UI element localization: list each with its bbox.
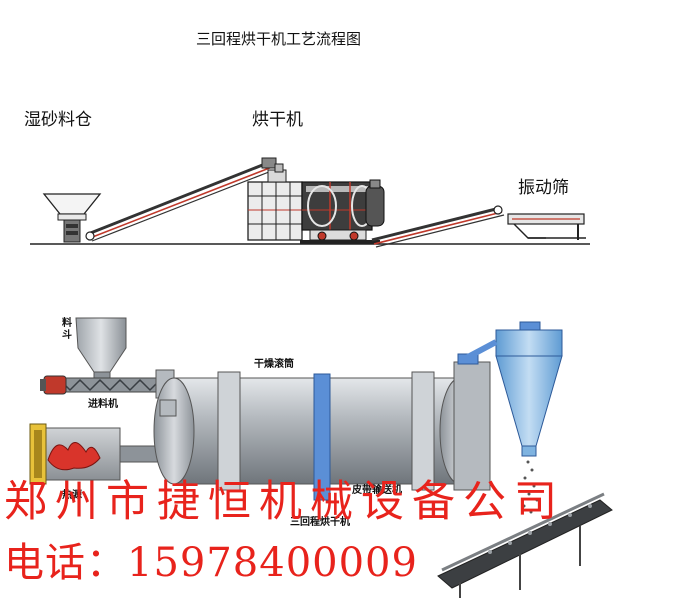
diagram-title: 三回程烘干机工艺流程图 bbox=[196, 30, 362, 48]
vibrating-screen-label: 振动筛 bbox=[518, 178, 569, 198]
falling-sand bbox=[522, 460, 539, 514]
inclined-conveyor-1 bbox=[85, 157, 277, 242]
wet-sand-bin bbox=[42, 193, 102, 243]
top-process-line bbox=[30, 157, 590, 248]
wet-sand-bin-label: 湿砂料仓 bbox=[24, 110, 92, 130]
drum-label: 干燥滚筒 bbox=[254, 359, 294, 370]
belt-conveyor-label: 皮带输送机 bbox=[352, 485, 402, 496]
vibrating-screen bbox=[507, 213, 586, 240]
company-name-watermark: 郑州市捷恒机械设备公司 bbox=[4, 477, 565, 527]
heat-source-furnace bbox=[29, 423, 161, 485]
heat-source-label: 热源 bbox=[62, 490, 82, 501]
phone-label: 电话： bbox=[4, 540, 127, 586]
machine-name-label: 三回程烘干机 bbox=[290, 517, 350, 528]
dryer-assembly bbox=[247, 163, 385, 244]
hopper-label: 料斗 bbox=[62, 318, 72, 341]
blue-pipe bbox=[313, 373, 331, 501]
feeder-label: 进料机 bbox=[88, 399, 118, 410]
feed-hopper bbox=[75, 317, 127, 381]
discharge-box bbox=[453, 353, 491, 491]
inclined-conveyor-2 bbox=[371, 205, 505, 248]
phone-number: 15978400009 bbox=[127, 540, 418, 586]
dryer-label: 烘干机 bbox=[252, 110, 303, 130]
phone-watermark: 电话：15978400009 bbox=[4, 543, 418, 583]
cyclone-separator bbox=[464, 321, 563, 457]
belt-conveyor bbox=[437, 492, 613, 598]
bottom-3d-diagram bbox=[29, 317, 613, 598]
